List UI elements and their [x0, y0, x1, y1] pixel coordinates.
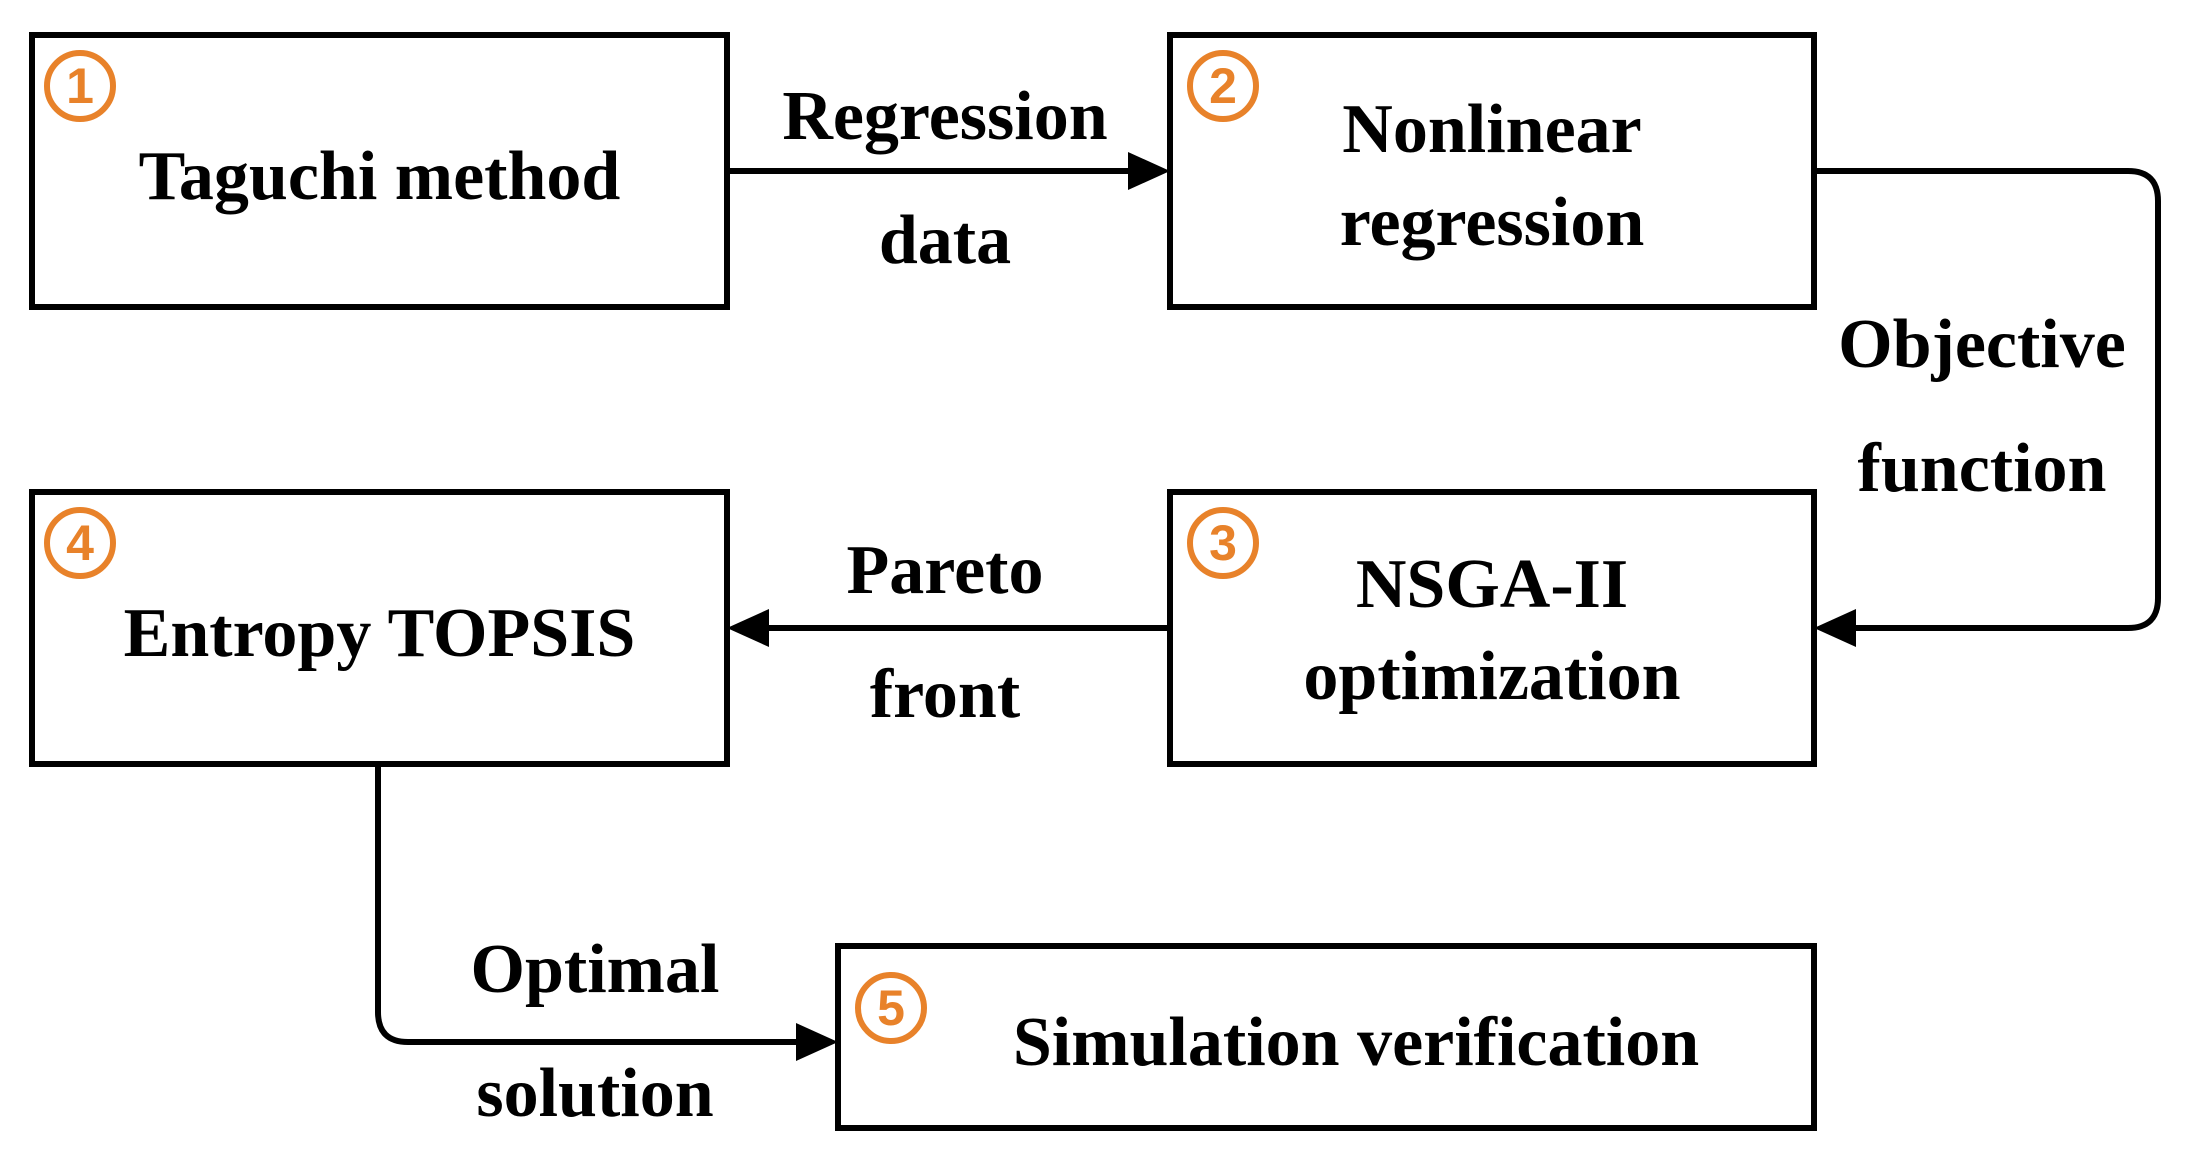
edge-label-regression-data-line2: data — [878, 202, 1012, 279]
edge-label-optimal-solution-line2: solution — [476, 1055, 714, 1132]
step-box-taguchi: 1 Taguchi method — [29, 32, 730, 310]
connector-2-to-3 — [1814, 168, 2161, 631]
connector-4-to-5 — [375, 764, 797, 1045]
step-box-nsga-ii: 3 NSGA-II optimization — [1167, 489, 1817, 767]
arrowhead-2-to-3 — [1814, 609, 1856, 647]
edge-label-optimal-solution: Optimal solution — [415, 908, 775, 1156]
arrowhead-4-to-5 — [796, 1023, 838, 1061]
edge-label-objective-function-line1: Objective — [1838, 306, 2126, 383]
edge-label-objective-function: Objective function — [1812, 283, 2152, 531]
step-number-badge-5: 5 — [855, 972, 927, 1044]
edge-label-pareto-front: Pareto front — [745, 509, 1145, 757]
edge-label-objective-function-line2: function — [1857, 430, 2107, 507]
edge-label-regression-data: Regression data — [740, 55, 1150, 303]
step-number-badge-4: 4 — [44, 507, 116, 579]
edge-label-optimal-solution-line1: Optimal — [470, 931, 720, 1008]
edge-label-pareto-front-line2: front — [869, 656, 1021, 733]
step-box-entropy-topsis: 4 Entropy TOPSIS — [29, 489, 730, 767]
step-box-simulation-verification: 5 Simulation verification — [835, 943, 1817, 1131]
step-number-badge-3: 3 — [1187, 507, 1259, 579]
step-label-taguchi: Taguchi method — [138, 138, 621, 215]
step-label-entropy-topsis: Entropy TOPSIS — [123, 595, 636, 672]
arrowhead-1-to-2 — [1128, 152, 1170, 190]
step-label-nonlinear-line2: regression — [1339, 184, 1645, 261]
edge-label-regression-data-line1: Regression — [782, 78, 1108, 155]
step-box-nonlinear-regression: 2 Nonlinear regression — [1167, 32, 1817, 310]
step-number-badge-1: 1 — [44, 50, 116, 122]
step-label-nsga-line2: optimization — [1303, 638, 1681, 715]
edge-label-pareto-front-line1: Pareto — [846, 532, 1044, 609]
step-label-nsga-line1: NSGA-II — [1355, 546, 1629, 623]
step-label-nonlinear-line1: Nonlinear — [1342, 91, 1642, 168]
step-number-badge-2: 2 — [1187, 50, 1259, 122]
step-label-simulation: Simulation verification — [1012, 1004, 1700, 1081]
arrowhead-3-to-4 — [727, 609, 769, 647]
